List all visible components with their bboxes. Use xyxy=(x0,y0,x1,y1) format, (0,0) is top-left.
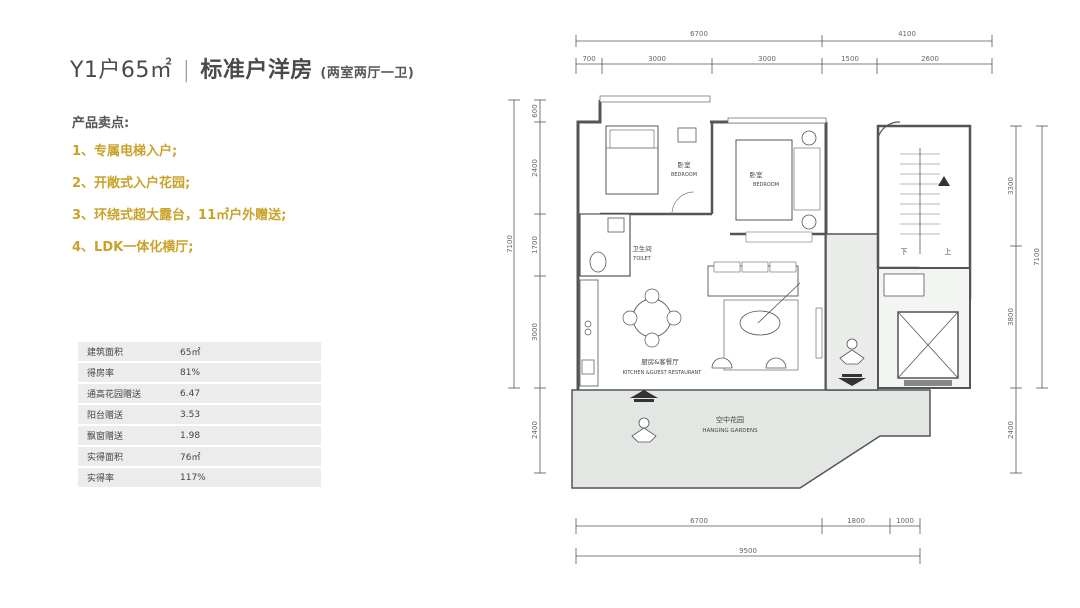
dim-left-1: 600 xyxy=(531,104,539,117)
dim-right-total: 7100 xyxy=(1033,248,1041,266)
selling-points-heading: 产品卖点: xyxy=(72,116,130,131)
wardrobe xyxy=(745,231,813,243)
kitchen-counter xyxy=(579,279,599,387)
spec-label: 飘窗赠送 xyxy=(78,426,171,445)
dim-left-2: 2400 xyxy=(531,159,539,177)
dim-bottom-2: 1800 xyxy=(847,517,865,525)
sink-icon xyxy=(607,217,625,233)
dim-top-1: 6700 xyxy=(690,30,708,38)
dim-left-4: 3000 xyxy=(531,323,539,341)
dim-right-3: 2400 xyxy=(1007,421,1015,439)
spec-value: 76㎡ xyxy=(171,447,321,466)
door-swing-icon xyxy=(671,191,695,215)
spec-label: 阳台赠送 xyxy=(78,405,171,424)
stair-down-label: 下 xyxy=(901,248,908,256)
person-icon xyxy=(631,417,657,443)
kitchen-living: 厨房&客餐厅 KITCHEN &GUEST RESTAURANT xyxy=(579,261,823,402)
north-arrow-icon xyxy=(938,176,950,186)
garden-label-cn: 空中花园 xyxy=(716,415,744,424)
unit-type: Y1户65㎡ xyxy=(70,58,173,83)
spec-label: 建筑面积 xyxy=(78,342,171,361)
spec-label: 实得率 xyxy=(78,468,171,487)
armchair-icon xyxy=(711,357,733,369)
bedroom1-label-cn: 卧室 xyxy=(678,160,692,169)
bedroom2-label-en: BEDROOM xyxy=(753,182,779,188)
dim-left-5: 2400 xyxy=(531,421,539,439)
spec-label: 通高花园赠送 xyxy=(78,384,171,403)
entrance-garden xyxy=(825,233,879,391)
spec-value: 65㎡ xyxy=(171,342,321,361)
tv-cabinet xyxy=(815,307,823,359)
lamp-icon xyxy=(801,214,817,230)
dim-top-7: 2600 xyxy=(921,55,939,63)
bedroom1-label-en: BEDROOM xyxy=(671,172,697,178)
dim-top-2: 4100 xyxy=(898,30,916,38)
garden-label-en: HANGING GARDENS xyxy=(702,428,758,434)
page-title: Y1户65㎡ | 标准户洋房 (两室两厅一卫) xyxy=(70,52,414,84)
dim-top-3: 700 xyxy=(582,55,595,63)
coffee-table xyxy=(739,310,781,336)
title-main: 标准户洋房 xyxy=(200,58,313,83)
stove-icon xyxy=(584,320,592,328)
dim-left-3: 1700 xyxy=(531,236,539,254)
selling-point-item: 4、LDK一体化横厅; xyxy=(72,240,194,255)
dim-bottom-1: 6700 xyxy=(690,517,708,525)
spec-value: 3.53 xyxy=(171,405,321,424)
chair-icon xyxy=(677,127,697,143)
lamp-icon xyxy=(801,130,817,146)
dim-top-5: 3000 xyxy=(758,55,776,63)
garden-area xyxy=(571,389,931,489)
armchair-icon xyxy=(765,357,787,369)
toilet-label-en: TOILET xyxy=(632,256,651,262)
dim-bottom-total: 9500 xyxy=(739,547,757,555)
dim-top-6: 1500 xyxy=(841,55,859,63)
toilet-icon xyxy=(589,251,607,273)
person-icon xyxy=(839,338,865,365)
entry-arrow-icon xyxy=(838,374,866,386)
dim-bottom-3: 1000 xyxy=(896,517,914,525)
entrance-arrow-icon xyxy=(630,390,658,402)
floor-plan: 6700 4100 700 3000 3000 1500 2600 6700 1… xyxy=(506,30,1048,564)
toilet-room: 卫生间 TOILET xyxy=(579,213,652,277)
dim-left-total: 7100 xyxy=(506,235,514,253)
toilet-label-cn: 卫生间 xyxy=(632,244,652,253)
stove-icon xyxy=(584,328,592,336)
stair-up-label: 上 xyxy=(945,247,952,256)
spec-label: 得房率 xyxy=(78,363,171,382)
elevator-lobby xyxy=(877,267,971,389)
spec-value: 1.98 xyxy=(171,426,321,445)
dim-right-1: 3300 xyxy=(1007,177,1015,195)
selling-point-item: 3、环绕式超大露台，11㎡户外赠送; xyxy=(72,208,287,223)
spec-value: 6.47 xyxy=(171,384,321,403)
bedroom-2: 卧室 BEDROOM xyxy=(730,130,826,243)
spec-label: 实得面积 xyxy=(78,447,171,466)
selling-point-item: 1、专属电梯入户; xyxy=(72,144,178,159)
bedroom2-label-cn: 卧室 xyxy=(750,170,764,179)
spec-value: 81% xyxy=(171,363,321,382)
spec-value: 117% xyxy=(171,468,321,487)
selling-point-item: 2、开敞式入户花园; xyxy=(72,176,191,191)
kitchen-label-cn: 厨房&客餐厅 xyxy=(641,357,679,366)
kitchen-sink-icon xyxy=(581,359,595,375)
title-separator: | xyxy=(182,58,191,83)
title-sub: (两室两厅一卫) xyxy=(320,66,415,81)
kitchen-label-en: KITCHEN &GUEST RESTAURANT xyxy=(623,370,703,376)
dim-right-2: 3800 xyxy=(1007,308,1015,326)
dining-table xyxy=(632,298,672,338)
dim-top-4: 3000 xyxy=(648,55,666,63)
bedroom-1: 卧室 BEDROOM xyxy=(600,122,714,216)
selling-points-list: 1、专属电梯入户; 2、开敞式入户花园; 3、环绕式超大露台，11㎡户外赠送; … xyxy=(72,142,286,270)
